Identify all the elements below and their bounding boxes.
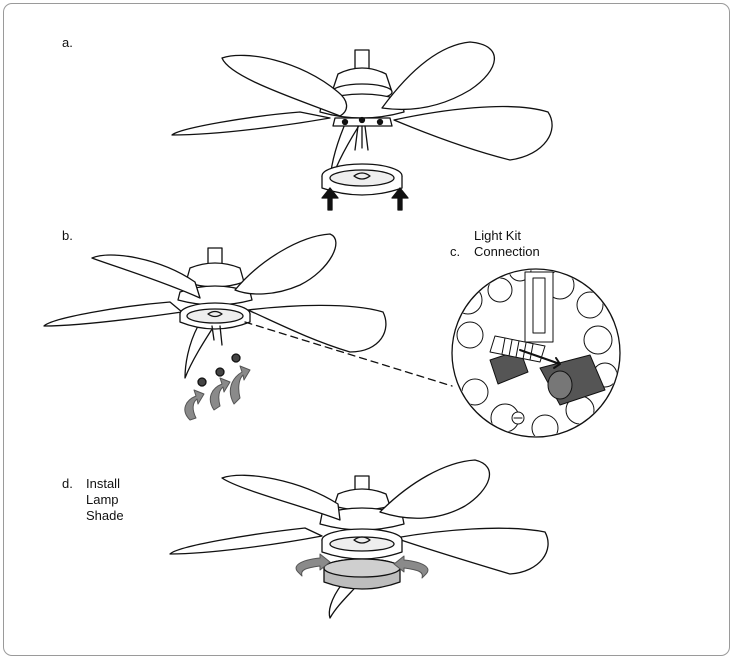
step-a-label: a. — [62, 35, 73, 50]
step-d-line1: Install — [86, 476, 120, 491]
up-arrow-icon — [391, 187, 409, 211]
step-d-line2: Lamp — [86, 492, 119, 507]
up-arrow-icon — [321, 187, 339, 211]
rotate-arrow-icon — [295, 553, 429, 579]
step-d-line3: Shade — [86, 508, 124, 523]
step-d-label: d. — [62, 476, 73, 491]
connector-detail-c — [451, 268, 621, 438]
fan-diagram-d — [169, 459, 549, 619]
curved-arrow-icon — [184, 365, 251, 421]
screw-icon — [197, 353, 241, 387]
fan-diagram-b — [43, 233, 453, 421]
step-c-label: c. — [450, 244, 461, 259]
step-b-label: b. — [62, 228, 73, 243]
step-c-title-line2: Connection — [474, 244, 540, 259]
fan-diagram-a — [171, 41, 553, 211]
step-c-title-line1: Light Kit — [474, 228, 521, 243]
